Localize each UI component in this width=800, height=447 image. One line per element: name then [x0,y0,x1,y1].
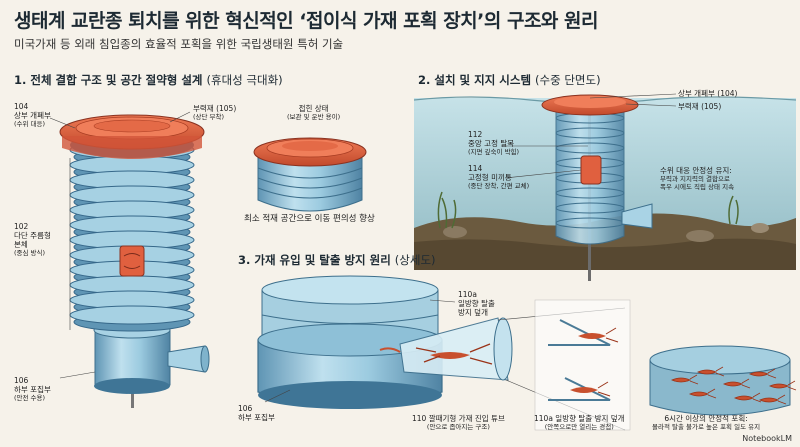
crayfish-icon [697,366,725,377]
crayfish-icon [671,374,699,385]
caption-funnel-tube: 110 깔때기형 가재 진입 튜브(안으로 좁아지는 구조) [412,414,505,431]
page-subtitle: 미국가재 등 외래 침입종의 효율적 포획을 위한 국립생태원 특허 기술 [14,37,344,51]
caption-anti-escape-flap: 110a 일방향 탈출 방지 덮개(안쪽으로만 열리는 경첩) [534,414,625,431]
caption-stable-capture: 6시간 이상의 안정적 포획:몰라적 탈출 불가로 높은 포획 일도 유지 [652,414,761,431]
crayfish-icon [769,380,797,391]
crayfish-icon [723,378,751,389]
flap-detail [534,299,631,431]
crayfish-icon [759,394,787,405]
section3-heading: 3. 가재 유입 및 탈출 방지 원리 (상세도) [238,252,436,268]
label-folded-state: 접힌 상태(보관 및 운반 용이) [287,104,341,121]
expanded-trap [59,114,210,408]
section2-subtitle: (수중 단면도) [535,73,601,87]
label-105-float: 부력재 (105)(상단 부착) [193,104,237,121]
capture-detail [649,345,797,416]
leader-lines [49,93,677,403]
folded-caption: 최소 적재 공간으로 이동 편의성 향상 [244,214,375,224]
crayfish-icon [734,392,762,403]
section1-heading: 1. 전체 결합 구조 및 공간 절약형 설계 (휴대성 극대화) [14,72,283,88]
crayfish-icon [689,388,717,399]
section2-heading: 2. 설치 및 지지 시스템 (수중 단면도) [418,72,601,88]
section1-subtitle: (휴대성 극대화) [206,73,283,87]
crayfish-icon [749,368,777,379]
underwater-scene [413,94,797,281]
section3-title: 3. 가재 유입 및 탈출 방지 원리 [238,253,391,267]
folded-trap [253,137,367,212]
section3-subtitle: (상세도) [394,253,436,267]
page-title: 생태계 교란종 퇴치를 위한 혁신적인 ‘접이식 가재 포획 장치’의 구조와 … [14,10,599,32]
pleated-body [69,140,195,332]
label-105-float-section2: 부력재 (105) [678,102,722,111]
section1-title: 1. 전체 결합 구조 및 공간 절약형 설계 [14,73,203,87]
crayfish-entering [379,343,493,365]
notebooklm-watermark: NotebookLM [742,434,792,443]
section2-title: 2. 설치 및 지지 시스템 [418,73,532,87]
label-104-upper-lid-section2: 상부 개폐부 (104) [678,89,738,98]
